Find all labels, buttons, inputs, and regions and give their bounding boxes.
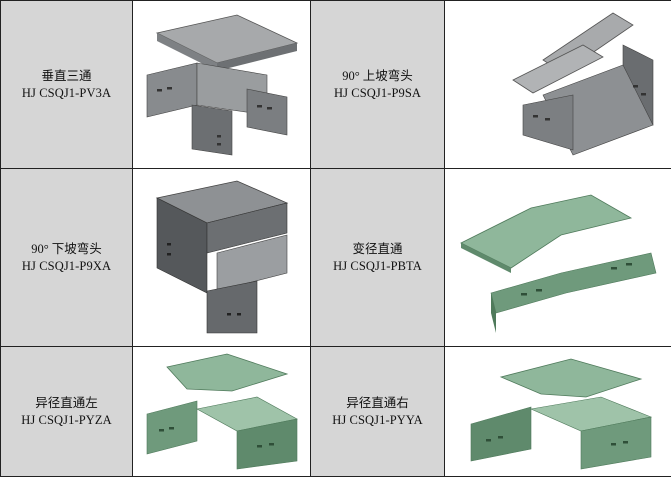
- product-name: 异径直通右: [311, 395, 444, 412]
- downslope-elbow-image: [137, 173, 307, 343]
- product-model: HJ CSQJ1-PYZA: [1, 412, 132, 429]
- product-image-cell: [133, 169, 311, 347]
- product-label-cell: 90° 下坡弯头 HJ CSQJ1-P9XA: [1, 169, 133, 347]
- product-model: HJ CSQJ1-P9XA: [1, 258, 132, 275]
- product-label-cell: 变径直通 HJ CSQJ1-PBTA: [311, 169, 445, 347]
- product-image-cell: [133, 1, 311, 169]
- product-label-cell: 90° 上坡弯头 HJ CSQJ1-P9SA: [311, 1, 445, 169]
- product-name: 变径直通: [311, 241, 444, 258]
- reducer-left-image: [137, 349, 307, 474]
- product-label-cell: 异径直通左 HJ CSQJ1-PYZA: [1, 347, 133, 477]
- product-model: HJ CSQJ1-PYYA: [311, 412, 444, 429]
- upslope-elbow-image: [453, 5, 663, 165]
- reducer-right-image: [451, 349, 666, 474]
- product-label-cell: 垂直三通 HJ CSQJ1-PV3A: [1, 1, 133, 169]
- product-name: 90° 下坡弯头: [1, 241, 132, 258]
- reducer-straight-image: [451, 173, 666, 343]
- product-image-cell: [445, 347, 671, 477]
- product-name: 异径直通左: [1, 395, 132, 412]
- product-image-cell: [445, 1, 671, 169]
- product-name: 90° 上坡弯头: [311, 68, 444, 85]
- product-image-cell: [133, 347, 311, 477]
- vertical-tee-image: [137, 5, 307, 165]
- product-model: HJ CSQJ1-PV3A: [1, 85, 132, 102]
- table-row: 90° 下坡弯头 HJ CSQJ1-P9XA 变径直通 HJ CSQJ1-PBT…: [1, 169, 671, 347]
- table-row: 垂直三通 HJ CSQJ1-PV3A 90° 上坡弯头 HJ CSQJ1-P9S…: [1, 1, 671, 169]
- product-model: HJ CSQJ1-P9SA: [311, 85, 444, 102]
- table-row: 异径直通左 HJ CSQJ1-PYZA 异径直通右 HJ CSQJ1-PYYA: [1, 347, 671, 477]
- product-name: 垂直三通: [1, 68, 132, 85]
- product-image-cell: [445, 169, 671, 347]
- product-model: HJ CSQJ1-PBTA: [311, 258, 444, 275]
- product-label-cell: 异径直通右 HJ CSQJ1-PYYA: [311, 347, 445, 477]
